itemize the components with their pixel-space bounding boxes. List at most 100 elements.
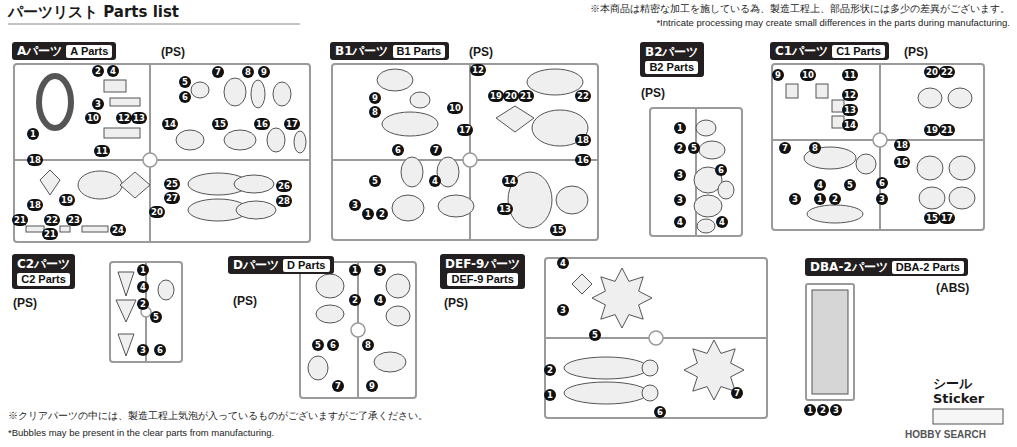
material-label: (PS) xyxy=(640,86,666,100)
section-header: DパーツD Parts xyxy=(228,256,334,274)
callout-number: 6 xyxy=(654,406,666,418)
header-en: DEF-9 Parts xyxy=(447,273,517,286)
callout-number: 4 xyxy=(557,257,569,269)
callout-number: 19 xyxy=(59,194,75,206)
callout-number: 4 xyxy=(374,294,386,306)
callout-number: 15 xyxy=(550,224,566,236)
material-label: (ABS) xyxy=(935,281,970,295)
callout-number: 5 xyxy=(150,311,162,323)
callout-number: 20 xyxy=(503,90,519,102)
callout-number: 2 xyxy=(376,208,388,220)
callout-number: 3 xyxy=(674,169,686,181)
callout-number: 25 xyxy=(164,178,180,190)
callout-number: 3 xyxy=(830,404,842,416)
note-text: ※本商品は精密な加工を施している為、製造工程上、部品形状には多少の差異がございま… xyxy=(590,3,1010,15)
callout-number: 26 xyxy=(276,180,292,192)
callout-number: 1 xyxy=(544,389,556,401)
callout-number: 15 xyxy=(924,212,940,224)
callout-number: 12 xyxy=(842,89,858,101)
callout-number: 1 xyxy=(27,128,39,140)
sticker-label: Sticker xyxy=(933,391,984,406)
section-header: Aパーツ A Parts xyxy=(12,42,116,60)
callout-number: 5 xyxy=(312,339,324,351)
callout-number: 22 xyxy=(575,90,591,102)
callout-number: 5 xyxy=(844,179,856,191)
callout-number: 8 xyxy=(362,339,374,351)
section-header: B1パーツB1 Parts xyxy=(330,42,449,60)
header-jp: B2パーツ xyxy=(645,45,699,59)
callout-number: 13 xyxy=(842,104,858,116)
header-jp: C1パーツ xyxy=(775,44,828,58)
callout-number: 13 xyxy=(497,203,513,215)
callout-number: 8 xyxy=(369,106,381,118)
header-jp: DEF-9パーツ xyxy=(445,257,520,271)
callout-number: 12 xyxy=(116,112,132,124)
callout-number: 6 xyxy=(154,344,166,356)
callout-number: 3 xyxy=(374,264,386,276)
material-label: (PS) xyxy=(12,296,38,310)
title-rule xyxy=(8,24,300,25)
callout-number: 1 xyxy=(674,122,686,134)
callout-number: 4 xyxy=(429,175,441,187)
callout-number: 7 xyxy=(779,142,791,154)
callout-number: 2 xyxy=(92,65,104,77)
callout-number: 24 xyxy=(110,224,126,236)
callout-number: 1 xyxy=(804,404,816,416)
callout-number: 8 xyxy=(809,142,821,154)
callout-number: 16 xyxy=(575,154,591,166)
callout-number: 16 xyxy=(894,156,910,168)
page-title: パーツリスト Parts list xyxy=(8,3,179,22)
header-en: A Parts xyxy=(66,45,112,58)
callout-number: 15 xyxy=(212,118,228,130)
callout-number: 1 xyxy=(137,264,149,276)
callout-number: 27 xyxy=(164,192,180,204)
callout-number: 10 xyxy=(447,102,463,114)
callout-number: 12 xyxy=(470,64,486,76)
callout-number: 3 xyxy=(137,344,149,356)
part-shapes xyxy=(26,69,1003,424)
section-header: DBA-2パーツDBA-2 Parts xyxy=(805,258,968,276)
callout-number: 5 xyxy=(589,329,601,341)
callout-number: 4 xyxy=(107,65,119,77)
watermark: HOBBY SEARCH xyxy=(905,429,986,440)
callout-number: 14 xyxy=(502,175,518,187)
callout-number: 8 xyxy=(242,66,254,78)
header-jp: Aパーツ xyxy=(17,44,62,58)
material-label: (PS) xyxy=(903,45,929,59)
callout-number: 6 xyxy=(392,144,404,156)
callout-number: 18 xyxy=(894,139,910,151)
callout-number: 2 xyxy=(829,193,841,205)
callout-number: 4 xyxy=(814,179,826,191)
callout-number: 4 xyxy=(716,216,728,228)
callout-number: 7 xyxy=(731,387,743,399)
callout-number: 3 xyxy=(557,304,569,316)
callout-number: 7 xyxy=(332,380,344,392)
callout-number: 3 xyxy=(349,199,361,211)
callout-number: 28 xyxy=(276,195,292,207)
callout-number: 9 xyxy=(772,69,784,81)
material-label: (PS) xyxy=(160,45,186,59)
callout-number: 20 xyxy=(924,66,940,78)
callout-number: 1 xyxy=(814,193,826,205)
callout-number: 6 xyxy=(179,91,191,103)
callout-number: 3 xyxy=(92,98,104,110)
callout-number: 10 xyxy=(85,112,101,124)
callout-number: 17 xyxy=(457,124,473,136)
callout-number: 5 xyxy=(688,142,700,154)
callout-number: 14 xyxy=(162,118,178,130)
note-text: *Bubbles may be present in the clear par… xyxy=(8,427,274,439)
callout-number: 11 xyxy=(94,145,110,157)
callout-number: 3 xyxy=(789,193,801,205)
note-text: *Intricate processing may create small d… xyxy=(656,17,1010,29)
callout-number: 11 xyxy=(842,69,858,81)
callout-number: 14 xyxy=(842,119,858,131)
callout-number: 1 xyxy=(362,208,374,220)
callout-number: 13 xyxy=(131,112,147,124)
runner-gates xyxy=(141,133,887,345)
callout-number: 21 xyxy=(939,124,955,136)
callout-number: 18 xyxy=(27,199,43,211)
callout-number: 23 xyxy=(66,214,82,226)
callout-number: 3 xyxy=(674,194,686,206)
callout-number: 10 xyxy=(800,69,816,81)
